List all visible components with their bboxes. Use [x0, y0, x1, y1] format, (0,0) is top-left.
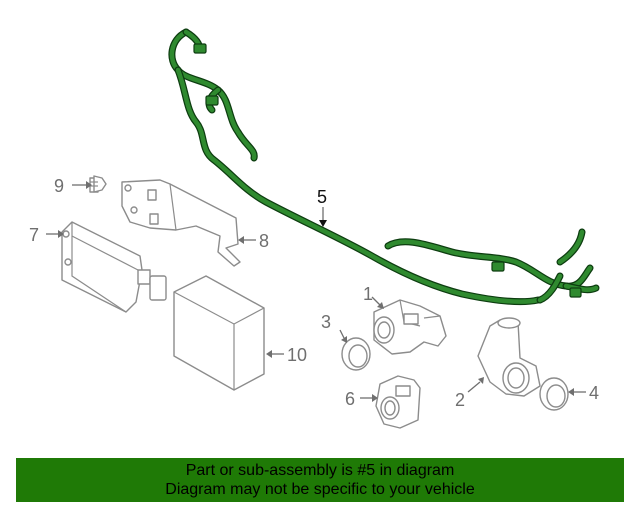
- leader-lines: [46, 181, 586, 402]
- connector-icon: [491, 261, 505, 272]
- sensor-ring-part-4: [539, 377, 569, 411]
- parts-diagram: 9 7 8 10 5 1 3 6 2 4: [29, 28, 600, 429]
- bracket-part: [121, 179, 241, 267]
- banner-line-part-number: Part or sub-assembly is #5 in diagram: [185, 462, 455, 479]
- connector-icon: [205, 95, 219, 106]
- wiring-harness: [168, 28, 600, 306]
- callout-10: 10: [287, 345, 307, 365]
- callout-5: 5: [317, 187, 327, 207]
- bolt-part: [89, 175, 107, 193]
- banner-line-disclaimer: Diagram may not be specific to your vehi…: [165, 481, 475, 498]
- connector-icon: [193, 43, 207, 54]
- diagram-notice-banner: Part or sub-assembly is #5 in diagram Di…: [16, 458, 624, 502]
- cover-box-part: [173, 275, 265, 391]
- callout-1: 1: [363, 284, 373, 304]
- callout-3: 3: [321, 312, 331, 332]
- callout-8: 8: [259, 231, 269, 251]
- parking-sensor-part-2: [477, 317, 541, 397]
- control-module-part: [61, 221, 167, 313]
- sensor-ring-part-3: [341, 337, 371, 371]
- callout-9: 9: [54, 176, 64, 196]
- parking-sensor-part-1: [373, 299, 447, 355]
- parking-sensor-part-6: [375, 375, 421, 429]
- callout-4: 4: [589, 383, 599, 403]
- callout-6: 6: [345, 389, 355, 409]
- callout-2: 2: [455, 390, 465, 410]
- callout-7: 7: [29, 225, 39, 245]
- connector-icon: [569, 287, 582, 298]
